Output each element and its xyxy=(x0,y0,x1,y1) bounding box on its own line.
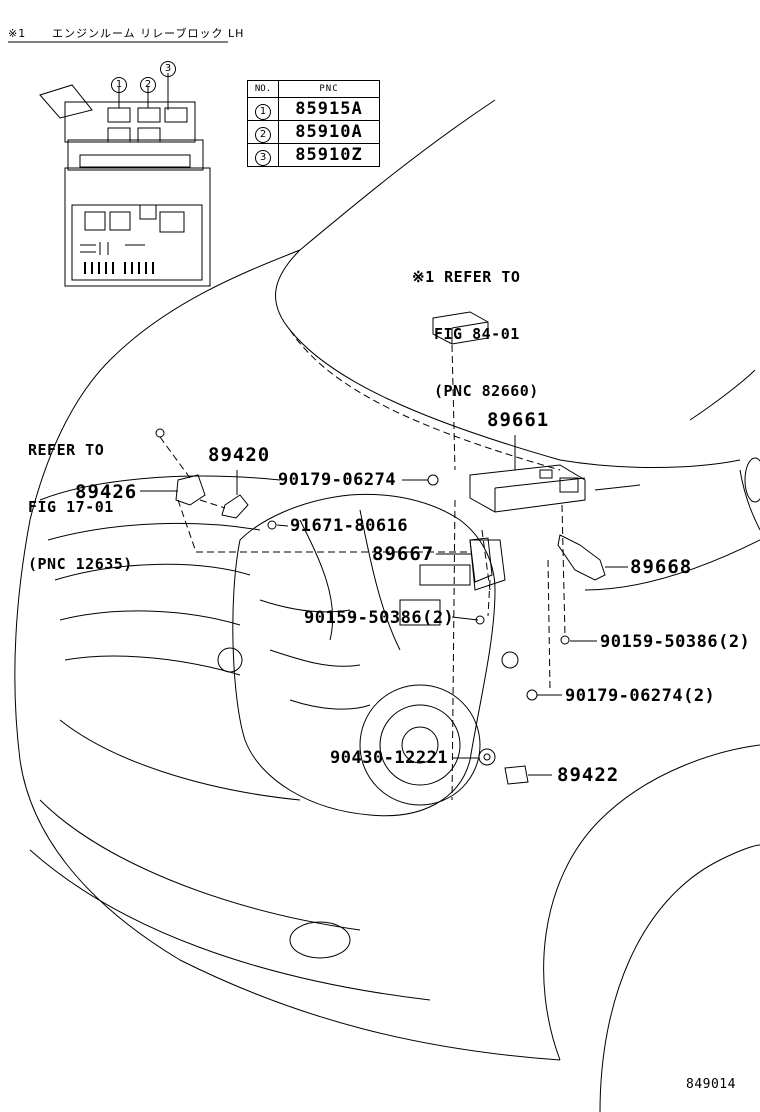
bracket-89426-drawing xyxy=(175,474,206,506)
part-label-90430-12221[interactable]: 90430-12221 xyxy=(330,748,449,768)
header-note-mark: ※1 xyxy=(8,27,27,40)
ecu-drawing xyxy=(469,464,586,513)
part-label-90179-06274-2[interactable]: 90179-06274(2) xyxy=(565,686,716,706)
relay-block-drawing xyxy=(39,73,211,287)
part-label-89668[interactable]: 89668 xyxy=(630,556,693,578)
relay-block-small xyxy=(432,311,489,345)
header-title: エンジンルーム リレーブロック LH xyxy=(52,27,245,40)
row-pnc[interactable]: 85910Z xyxy=(278,143,380,167)
part-label-89420[interactable]: 89420 xyxy=(208,444,271,466)
car-body-outline xyxy=(14,99,760,1112)
figure-code: 849014 xyxy=(686,1077,736,1092)
row-number: 1 xyxy=(255,103,271,120)
part-label-89422[interactable]: 89422 xyxy=(557,764,620,786)
row-pnc[interactable]: 85910A xyxy=(278,120,380,144)
bracket-89667-drawing xyxy=(469,537,493,583)
relay-callout-1: 1 xyxy=(111,74,127,93)
refer-fig-17-line2: FIG 17-01 xyxy=(28,498,114,516)
refer-fig-84-line1: ※1 REFER TO xyxy=(412,268,521,286)
refer-fig-84-note[interactable]: ※1 REFER TO FIG 84-01 (PNC 82660) xyxy=(412,230,539,439)
refer-fig-17-line3: (PNC 12635) xyxy=(28,555,133,573)
part-label-90159-50386-left[interactable]: 90159-50386(2) xyxy=(304,608,455,628)
part-label-89426[interactable]: 89426 xyxy=(75,481,138,503)
table-row: 3 85910Z xyxy=(247,143,380,167)
relay-callout-2: 2 xyxy=(140,74,156,93)
refer-fig-17-note[interactable]: REFER TO FIG 17-01 (PNC 12635) xyxy=(28,403,133,612)
row-number: 3 xyxy=(255,149,271,166)
row-number: 2 xyxy=(255,126,271,143)
table-row: 2 85910A xyxy=(247,120,380,144)
part-label-89667[interactable]: 89667 xyxy=(372,543,435,565)
part-label-90159-50386-right[interactable]: 90159-50386(2) xyxy=(600,632,751,652)
pnc-table-col-pnc: PNC xyxy=(278,80,380,98)
pnc-table-header: NO. PNC xyxy=(247,80,380,98)
relay-callout-3: 3 xyxy=(160,58,176,77)
refer-fig-84-line3: (PNC 82660) xyxy=(434,382,539,400)
sensor-89422-drawing xyxy=(504,765,529,785)
sensor-89420-drawing xyxy=(221,494,249,519)
part-label-91671-80616[interactable]: 91671-80616 xyxy=(290,516,409,536)
row-pnc[interactable]: 85915A xyxy=(278,97,380,121)
part-label-90179-06274[interactable]: 90179-06274 xyxy=(278,470,397,490)
part-label-89661[interactable]: 89661 xyxy=(487,409,550,431)
engine-drawing xyxy=(217,493,519,817)
refer-fig-84-line2: FIG 84-01 xyxy=(434,325,520,343)
pnc-table-col-no: NO. xyxy=(247,80,279,98)
pnc-table: NO. PNC 1 85915A 2 85910A 3 85910Z xyxy=(247,80,380,167)
bracket-89668-drawing xyxy=(557,534,606,581)
refer-fig-17-line1: REFER TO xyxy=(28,441,105,459)
leader-lines xyxy=(140,344,641,801)
table-row: 1 85915A xyxy=(247,97,380,121)
